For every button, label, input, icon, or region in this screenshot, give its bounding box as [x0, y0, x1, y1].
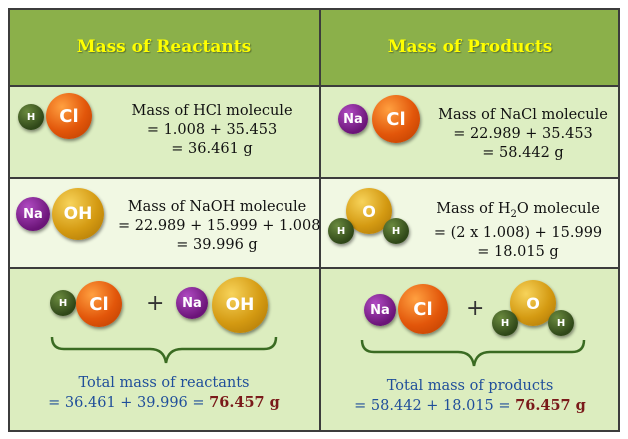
hydrogen-atom: H — [18, 104, 44, 130]
nacl-calc: = 22.989 + 35.453 — [453, 126, 593, 142]
total-products-label: Total mass of products — [386, 378, 554, 394]
nacl-mass-text: Mass of NaCl molecule = 22.989 + 35.453 … — [428, 106, 618, 163]
nacl-title: Mass of NaCl molecule — [438, 107, 608, 123]
naoh-result: = 39.996 g — [176, 237, 258, 253]
h2o-result: = 18.015 g — [477, 243, 559, 260]
sodium-atom: Na — [16, 197, 50, 231]
header-products: Mass of Products — [320, 8, 620, 86]
total-reactants: Total mass of reactants = 36.461 + 39.99… — [14, 374, 314, 413]
plus-sign: + — [146, 291, 165, 316]
h2o-title: Mass of H2O molecule — [420, 200, 616, 224]
hydrogen-atom: H — [50, 290, 76, 316]
hcl-title: Mass of HCl molecule — [131, 103, 293, 119]
total-products-cell — [320, 268, 620, 431]
grid-line-left — [8, 8, 10, 432]
grid-line — [8, 267, 620, 269]
total-products-result: 76.457 g — [515, 397, 586, 414]
total-products-eq: = 58.442 + 18.015 = — [354, 398, 516, 414]
h2o-title-sub: 2 — [510, 208, 517, 220]
h2o-calc: = (2 x 1.008) + 15.999 — [433, 224, 603, 241]
chlorine-atom: Cl — [76, 281, 122, 327]
naoh-title: Mass of NaOH molecule — [127, 199, 307, 215]
chlorine-atom: Cl — [398, 284, 448, 334]
sodium-atom: Na — [364, 294, 396, 326]
h2o-title-pre: Mass of H — [436, 201, 511, 217]
plus-sign: + — [466, 296, 485, 321]
sodium-atom: Na — [176, 287, 208, 319]
total-reactants-label: Total mass of reactants — [78, 375, 250, 391]
hydrogen-atom: H — [548, 310, 574, 336]
hcl-result: = 36.461 g — [171, 141, 253, 157]
hydrogen-atom: H — [492, 310, 518, 336]
naoh-calc: = 22.989 + 15.999 + 1.008 — [118, 218, 321, 234]
hydrogen-atom: H — [328, 218, 354, 244]
grid-line-top — [8, 8, 620, 10]
products-brace — [360, 339, 586, 367]
naoh-mass-text: Mass of NaOH molecule = 22.989 + 15.999 … — [118, 198, 321, 255]
total-products: Total mass of products = 58.442 + 18.015… — [322, 377, 618, 416]
grid-line-middle — [319, 8, 321, 432]
sodium-atom: Na — [338, 104, 368, 134]
hcl-calc: = 1.008 + 35.453 — [146, 122, 278, 138]
h2o-title-post: O molecule — [516, 201, 600, 217]
nacl-cell — [320, 86, 620, 178]
grid-line — [8, 177, 620, 179]
total-reactants-result: 76.457 g — [209, 394, 280, 411]
grid-line-right — [618, 8, 620, 432]
grid-line — [8, 85, 620, 87]
h2o-mass-text: Mass of H2O molecule = (2 x 1.008) + 15.… — [420, 200, 616, 262]
total-reactants-equation: = 36.461 + 39.996 = 76.457 g — [14, 393, 314, 413]
hcl-mass-text: Mass of HCl molecule = 1.008 + 35.453 = … — [112, 102, 312, 159]
chlorine-atom: Cl — [372, 95, 420, 143]
hydroxide-group: OH — [52, 188, 104, 240]
header-reactants: Mass of Reactants — [8, 8, 320, 86]
total-products-equation: = 58.442 + 18.015 = 76.457 g — [322, 396, 618, 416]
total-reactants-eq: = 36.461 + 39.996 = — [48, 395, 210, 411]
chlorine-atom: Cl — [46, 93, 92, 139]
grid-line-bottom — [8, 430, 620, 432]
hydrogen-atom: H — [383, 218, 409, 244]
hydroxide-group: OH — [212, 277, 268, 333]
nacl-result: = 58.442 g — [482, 145, 564, 161]
reactants-brace — [50, 336, 278, 364]
